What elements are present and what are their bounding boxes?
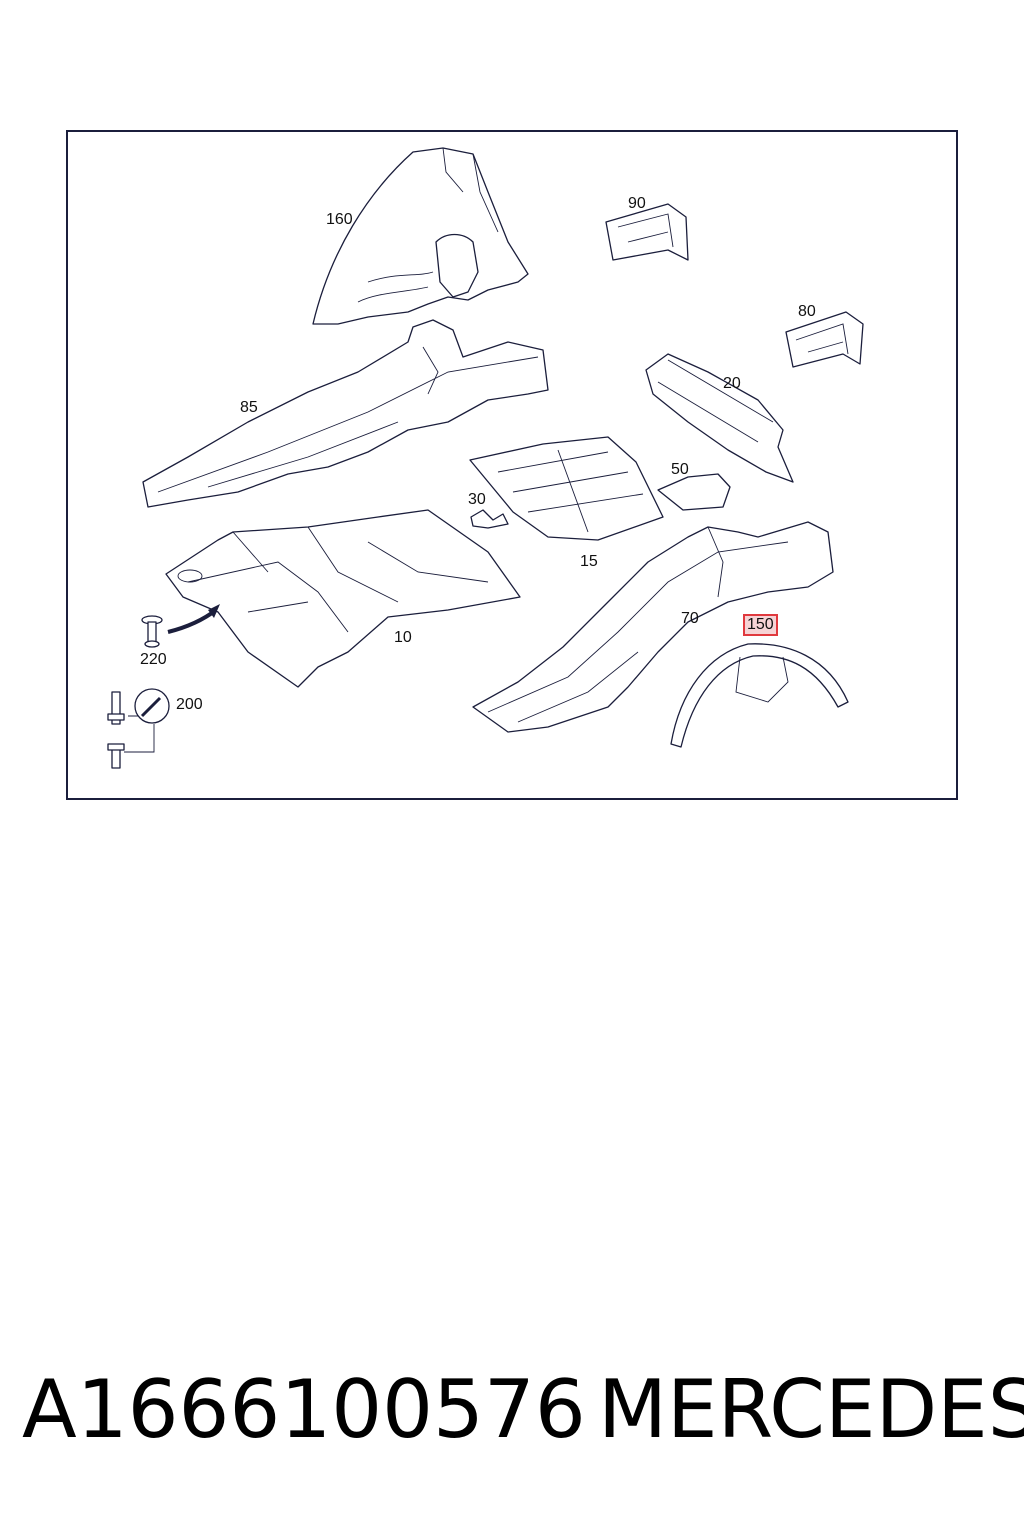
part-10-floor-assembly [165,509,521,688]
part-15-floor-panel [469,436,664,541]
callout-15: 15 [580,553,598,570]
part-70-longitudinal-member [472,521,834,733]
callout-20: 20 [723,375,741,392]
part-150-wheelhouse-liner [670,643,849,748]
callout-90: 90 [628,195,646,212]
part-30-clip [470,509,509,529]
callout-150-highlighted[interactable]: 150 [743,614,778,636]
callout-80: 80 [798,303,816,320]
parts-diagram-drawing [107,147,864,769]
callout-10: 10 [394,629,412,646]
part-90-bracket [605,203,689,261]
arrow-220-indicator [167,604,220,634]
callout-30: 30 [468,491,486,508]
callout-160: 160 [326,211,353,228]
part-160-wheel-arch-panel [312,147,529,325]
callout-200: 200 [176,696,203,713]
callout-50: 50 [671,461,689,478]
part-200-bolts [107,688,170,769]
part-85-longitudinal-member [142,319,549,508]
part-80-bracket [785,311,864,368]
part-50-small-panel [657,473,731,511]
callout-70: 70 [681,610,699,627]
callout-220: 220 [140,651,167,668]
brand-name: MERCEDES [598,1363,1024,1456]
part-20-cross-member [645,353,794,483]
part-number: A1666100576 [22,1363,586,1456]
part-220-fastener [141,615,163,648]
callout-85: 85 [240,399,258,416]
parts-diagram-frame: 160 90 80 85 20 50 30 15 10 70 150 220 2… [66,130,958,800]
footer-caption: A1666100576 MERCEDES [0,1370,1024,1470]
